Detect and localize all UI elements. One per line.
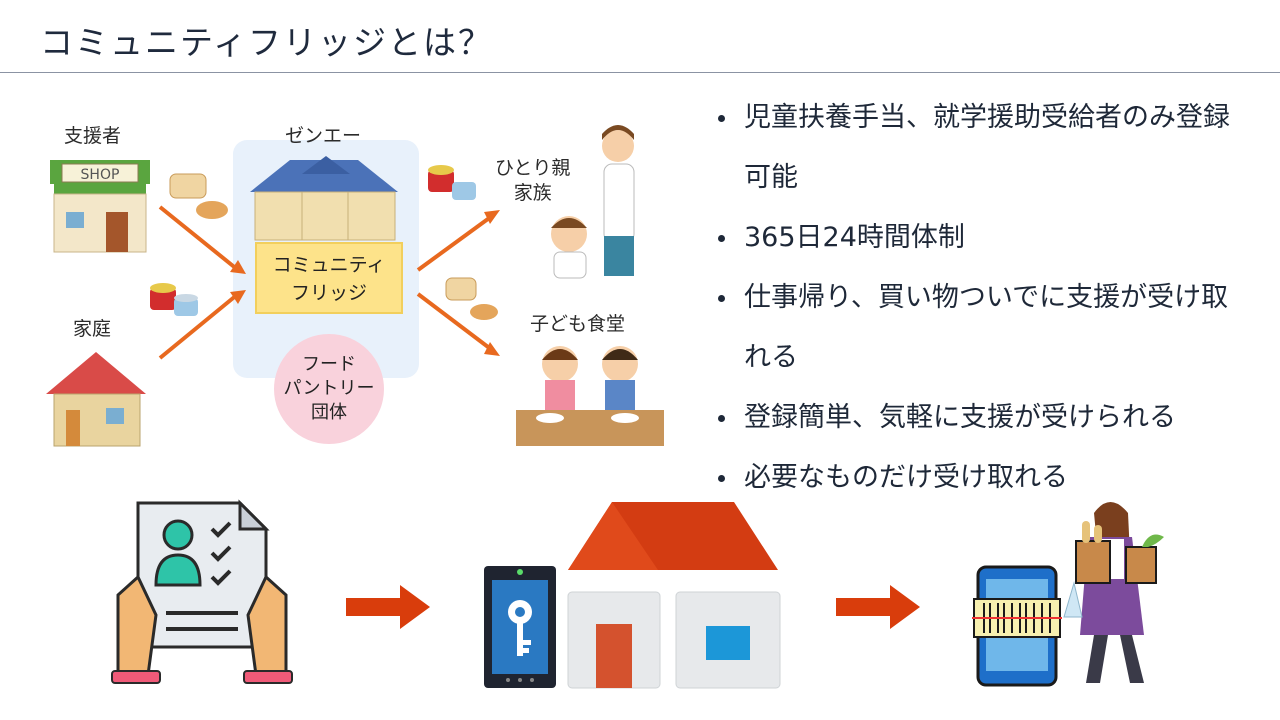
feature-item: 365日24時間体制 — [718, 208, 1258, 268]
single-parent-line1: ひとり親 — [495, 157, 571, 179]
single-parent-label: ひとり親 家族 — [495, 156, 570, 206]
parent-child-icon — [551, 125, 635, 279]
input-arrows — [158, 205, 240, 360]
supporter-label: 支援者 — [64, 125, 122, 147]
arrow-right-icon — [836, 585, 920, 629]
food-pantry-circle: フード パントリー 団体 — [274, 334, 384, 444]
input-arrowhead — [230, 290, 246, 304]
page-title: コミュニティフリッジとは？ — [40, 23, 494, 62]
kids-cafeteria-label: 子ども食堂 — [530, 313, 626, 335]
shop-icon: SHOP — [50, 160, 150, 253]
output-arrows — [416, 214, 494, 352]
feature-item: 登録簡単、気軽に支援が受けられる — [718, 388, 1258, 448]
household-label: 家庭 — [73, 318, 112, 340]
shop-sign-text: SHOP — [81, 167, 120, 183]
community-fridge-box: コミュニティ フリッジ — [255, 242, 403, 314]
kids-eating-icon — [516, 346, 664, 446]
org-label: ゼンエー — [285, 125, 362, 147]
output-arrowhead — [484, 210, 500, 224]
input-arrowhead — [230, 260, 246, 274]
feature-item: 必要なものだけ受け取れる — [718, 448, 1258, 508]
fridge-line2: フリッジ — [290, 282, 367, 304]
phone-key-house-icon — [484, 502, 781, 689]
org-building-icon — [250, 156, 398, 241]
feature-item: 児童扶養手当、就学援助受給者のみ登録可能 — [718, 88, 1238, 208]
pantry-line1: フード — [302, 354, 356, 375]
single-parent-line2: 家族 — [513, 182, 552, 204]
feature-item: 仕事帰り、買い物ついでに支援が受け取れる — [718, 268, 1238, 388]
scan-and-shopping-icon — [972, 502, 1164, 687]
arrow-right-icon — [346, 585, 430, 629]
pantry-line2: パントリー — [283, 378, 375, 399]
registration-form-icon — [111, 499, 293, 684]
output-arrowhead — [484, 342, 500, 356]
process-flow — [0, 495, 1280, 695]
title-divider — [0, 72, 1280, 73]
fridge-line1: コミュニティ — [272, 254, 386, 276]
canned-food-icon — [428, 165, 476, 200]
bread-icon — [169, 173, 228, 219]
canned-food-icon — [150, 283, 198, 316]
house-icon — [46, 352, 146, 447]
pantry-line3: 団体 — [311, 402, 347, 423]
diagram-illustration: SHOP — [46, 125, 664, 447]
bread-icon — [445, 277, 498, 320]
community-fridge-diagram: 支援者 家庭 ゼンエー ひとり親 家族 子ども食堂 SHOP — [40, 112, 670, 457]
feature-list: 児童扶養手当、就学援助受給者のみ登録可能 365日24時間体制 仕事帰り、買い物… — [718, 88, 1258, 508]
